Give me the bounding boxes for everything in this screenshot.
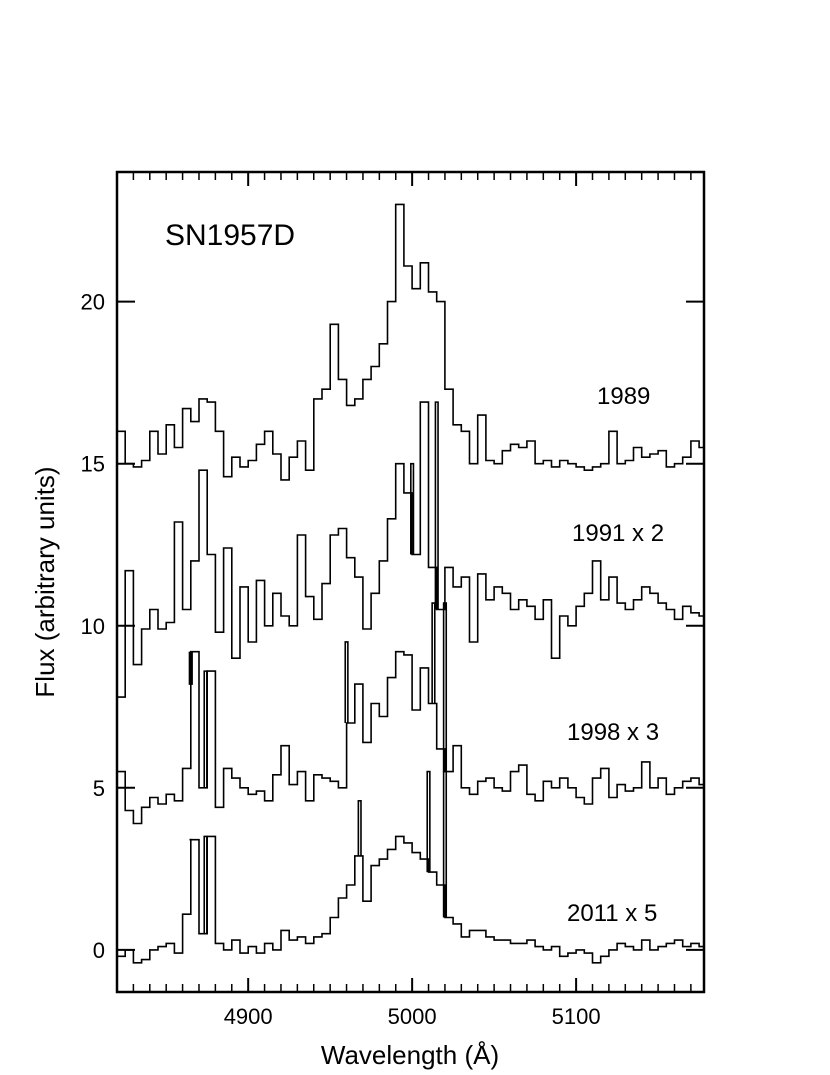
axis-ticks xyxy=(117,172,704,992)
y-tick-label: 15 xyxy=(81,452,105,477)
spectrum-line-2 xyxy=(117,401,704,698)
emission-peak xyxy=(426,770,431,873)
series-label: 1991 x 2 xyxy=(572,520,664,547)
emission-peak xyxy=(434,401,439,610)
tick-labels: 4900 5000 5100 0 5 10 15 20 xyxy=(81,290,601,1029)
chart-title: SN1957D xyxy=(165,219,295,252)
emission-peak xyxy=(188,651,193,685)
y-tick-label: 0 xyxy=(93,938,105,963)
x-tick-label: 4900 xyxy=(224,1004,273,1029)
plot-frame xyxy=(115,170,706,994)
x-axis-label: Wavelength (Å) xyxy=(321,1040,499,1070)
series-label: 1998 x 3 xyxy=(567,719,659,746)
series-label: 2011 x 5 xyxy=(567,900,657,927)
emission-peak xyxy=(442,770,448,918)
series-labels: 1989 1991 x 2 1998 x 3 2011 x 5 xyxy=(567,383,664,927)
spectrum-traces xyxy=(117,203,704,964)
y-tick-label: 5 xyxy=(93,776,105,801)
series-label: 1989 xyxy=(597,383,650,410)
y-tick-label: 20 xyxy=(81,290,105,315)
x-tick-label: 5100 xyxy=(552,1004,601,1029)
emission-peak xyxy=(431,602,436,704)
emission-peak xyxy=(410,462,415,555)
spectrum-line-1 xyxy=(117,203,704,481)
emission-peak xyxy=(344,641,349,723)
emission-peak xyxy=(442,602,448,772)
emission-peak xyxy=(203,835,208,934)
y-axis-label: Flux (arbitrary units) xyxy=(30,466,60,697)
emission-peak xyxy=(357,799,362,856)
emission-peak xyxy=(203,670,208,788)
spectrum-line-3 xyxy=(117,650,704,825)
spectrum-line-4 xyxy=(117,835,704,964)
x-tick-label: 5000 xyxy=(388,1004,437,1029)
y-tick-label: 10 xyxy=(81,614,105,639)
